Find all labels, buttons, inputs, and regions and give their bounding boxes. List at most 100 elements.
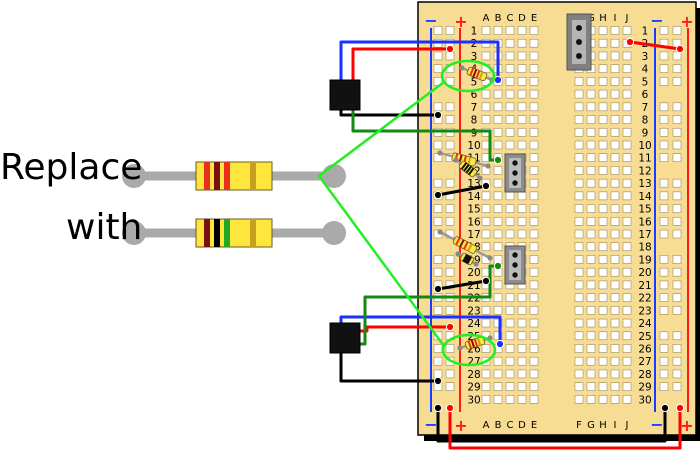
with-label: with bbox=[66, 207, 143, 248]
power-red-right bbox=[675, 403, 685, 413]
hole-right bbox=[622, 242, 632, 252]
hole-right bbox=[598, 331, 608, 341]
row-number-left: 20 bbox=[467, 267, 480, 279]
wire-green-top-end bbox=[493, 155, 503, 165]
hole-left bbox=[529, 166, 539, 175]
highlight-ellipse-top bbox=[440, 59, 496, 93]
pot-header-1-pin bbox=[512, 180, 518, 186]
hole-right bbox=[574, 293, 584, 302]
hole-right bbox=[610, 191, 620, 201]
hole-right bbox=[586, 127, 596, 137]
resistor-new-large-band bbox=[224, 219, 230, 247]
row-number-right: 24 bbox=[638, 318, 652, 330]
hole-right bbox=[622, 127, 632, 137]
hole-left bbox=[505, 102, 515, 112]
rail-hole-right bbox=[672, 127, 682, 137]
rail-hole-left bbox=[445, 51, 455, 61]
hole-left bbox=[505, 38, 515, 48]
rail-hole-right bbox=[672, 26, 682, 35]
hole-left bbox=[493, 127, 503, 137]
hole-left bbox=[529, 191, 539, 201]
rail-hole-left bbox=[433, 369, 443, 379]
rail-hole-left bbox=[433, 140, 443, 150]
hole-left bbox=[493, 102, 503, 112]
hole-left bbox=[529, 217, 539, 226]
hole-right bbox=[574, 369, 584, 379]
rail-hole-left bbox=[433, 344, 443, 353]
rail-hole-right bbox=[659, 77, 669, 86]
hole-left bbox=[505, 26, 515, 35]
col-letter-bottom-c: C bbox=[507, 420, 514, 431]
resistor-new-large-end-left bbox=[122, 221, 146, 245]
rail-hole-right bbox=[672, 64, 682, 73]
col-letter-bottom-b: B bbox=[495, 420, 502, 431]
hole-left bbox=[505, 293, 515, 302]
hole-right bbox=[574, 191, 584, 201]
rail-hole-right bbox=[659, 267, 669, 277]
row-number-left: 22 bbox=[467, 293, 480, 305]
hole-right bbox=[586, 89, 596, 99]
row-number-right: 13 bbox=[638, 178, 651, 190]
rail-hole-left bbox=[433, 306, 443, 315]
hole-right bbox=[586, 204, 596, 213]
hole-left bbox=[505, 51, 515, 61]
hole-right bbox=[598, 344, 608, 353]
resistor-top-highlighted-band bbox=[469, 67, 475, 76]
row-number-right: 29 bbox=[638, 382, 651, 394]
col-letter-bottom-f: F bbox=[576, 420, 582, 431]
hole-left bbox=[529, 382, 539, 391]
hole-left bbox=[493, 369, 503, 379]
hole-left bbox=[505, 229, 515, 239]
hole-right bbox=[610, 140, 620, 150]
resistor-row-18 bbox=[437, 229, 493, 261]
row-number-right: 26 bbox=[638, 344, 652, 356]
hole-left bbox=[529, 64, 539, 73]
pot-header-2-pin bbox=[512, 262, 518, 268]
hole-right bbox=[610, 331, 620, 341]
rail-hole-right bbox=[659, 140, 669, 150]
hole-left bbox=[517, 51, 527, 61]
rail-hole-right bbox=[659, 382, 669, 391]
hole-left bbox=[529, 153, 539, 162]
rail-hole-left bbox=[445, 26, 455, 35]
jumper-1-b bbox=[481, 181, 491, 191]
hole-right bbox=[610, 166, 620, 175]
hole-left bbox=[505, 115, 515, 124]
hole-left bbox=[493, 318, 503, 328]
hole-left bbox=[481, 204, 491, 213]
row-number-right: 5 bbox=[642, 76, 649, 88]
diode-row-19-end-a bbox=[455, 251, 461, 257]
hole-left bbox=[529, 242, 539, 252]
rail-hole-left bbox=[433, 217, 443, 226]
rail-hole-right bbox=[659, 344, 669, 353]
hole-left bbox=[493, 140, 503, 150]
hole-left bbox=[481, 102, 491, 112]
col-letter-bottom-i: I bbox=[614, 420, 617, 431]
rail-hole-left bbox=[445, 255, 455, 264]
hole-left bbox=[493, 356, 503, 366]
col-letter-bottom-j: J bbox=[625, 420, 629, 431]
rail-hole-left bbox=[445, 217, 455, 226]
hole-left bbox=[481, 229, 491, 239]
row-number-left: 23 bbox=[467, 305, 480, 317]
hole-left bbox=[505, 369, 515, 379]
resistor-top-highlighted-band bbox=[475, 70, 481, 79]
rail-label-top-left-plus: + bbox=[454, 12, 467, 31]
hole-left bbox=[505, 356, 515, 366]
hole-right bbox=[598, 166, 608, 175]
rail-hole-right bbox=[672, 255, 682, 264]
hole-right bbox=[598, 369, 608, 379]
hole-right bbox=[610, 229, 620, 239]
rail-hole-left bbox=[433, 204, 443, 213]
hole-right bbox=[622, 255, 632, 264]
resistor-row-10-band bbox=[467, 156, 472, 166]
wire-red-power bbox=[448, 406, 682, 450]
hole-right bbox=[610, 267, 620, 277]
hole-right bbox=[586, 102, 596, 112]
hole-left bbox=[493, 331, 503, 341]
hole-left bbox=[481, 382, 491, 391]
hole-right bbox=[610, 89, 620, 99]
hole-right bbox=[574, 102, 584, 112]
col-letter-top-c: C bbox=[507, 13, 514, 24]
hole-left bbox=[505, 64, 515, 73]
